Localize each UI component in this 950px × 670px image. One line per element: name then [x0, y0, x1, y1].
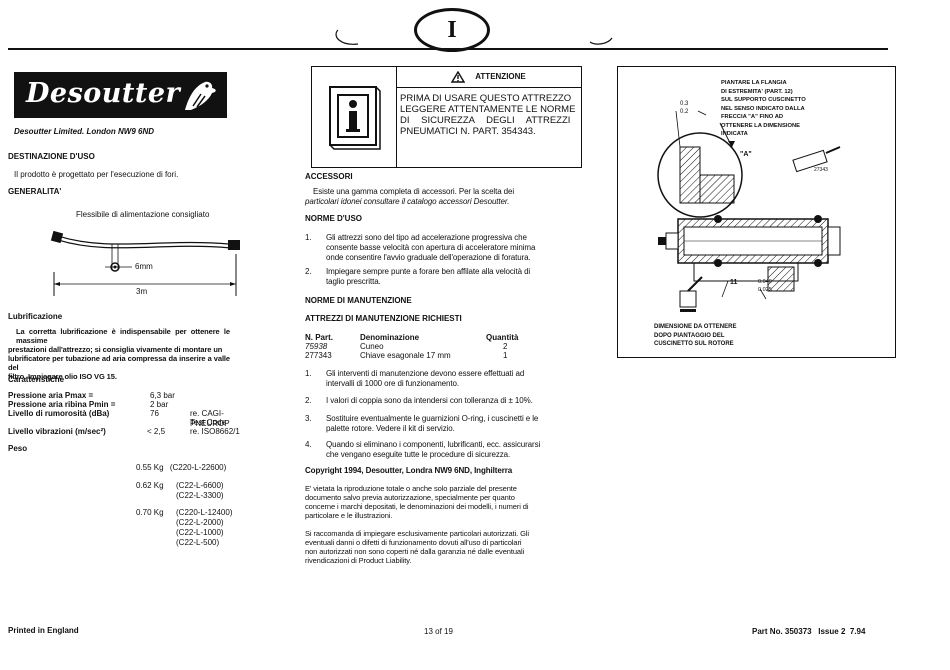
figure-bottom-note: DIMENSIONE DA OTTENERE DOPO PIANTAGGIO D…: [654, 324, 737, 347]
peso-heading: Peso: [8, 444, 28, 453]
dim-6mm: 6mm: [135, 262, 153, 271]
generalita-heading: GENERALITA': [8, 187, 62, 196]
company-address: Desoutter Limited. London NW9 6ND: [14, 127, 154, 136]
tools-header-row: N. Part. Denominazione Quantità: [305, 333, 519, 342]
info-book-icon-frame: [312, 67, 397, 167]
warning-triangle-icon: [451, 71, 466, 83]
dim-025: 0.025: [758, 287, 772, 293]
attrezzi-heading: ATTREZZI DI MANUTENZIONE RICHIESTI: [305, 314, 462, 323]
warning-title: ATTENZIONE: [475, 72, 526, 81]
accessori-heading: ACCESSORI: [305, 172, 353, 181]
dim-02: 0.2: [680, 109, 689, 115]
accessori-text: Esiste una gamma completa di accessori. …: [305, 187, 515, 206]
bearing-assembly-drawing: [657, 110, 841, 312]
footer-page-number: 13 of 19: [424, 627, 453, 636]
manutenzione-item: 2. I valori di coppia sono da intendersi…: [305, 396, 533, 405]
part-11: 11: [730, 279, 738, 286]
warning-header: ATTENZIONE: [396, 67, 581, 88]
header-ornaments: [335, 29, 613, 45]
weight-models: (C22-L-6600) (C22-L-3300): [176, 481, 224, 500]
norme-uso-item: 1. Gli attrezzi sono del tipo ad acceler…: [305, 233, 536, 262]
destinazione-text: Il prodotto è progettato per l'esecuzion…: [14, 170, 179, 179]
label-a: "A": [740, 151, 752, 158]
manutenzione-item: 4. Quando si eliminano i componenti, lub…: [305, 440, 541, 459]
table-row: 75938 Cuneo 2: [305, 342, 508, 351]
footer-part-number: Part No. 350373 Issue 2 7.94: [752, 627, 866, 636]
copyright-heading: Copyright 1994, Desoutter, Londra NW9 6N…: [305, 466, 513, 475]
dim-040: 0.040: [758, 279, 772, 285]
caratteristiche-heading: Caratteristiche: [8, 375, 65, 384]
info-book-icon: [329, 86, 381, 150]
norme-manutenzione-heading: NORME DI MANUTENZIONE: [305, 296, 412, 305]
warning-text: PRIMA DI USARE QUESTO ATTREZZO LEGGERE A…: [400, 93, 576, 137]
footer-printed: Printed in England: [8, 626, 79, 635]
hose-caption: Flessibile di alimentazione consigliato: [76, 210, 210, 219]
bird-logo-icon: [185, 81, 216, 110]
spec-row: Pressione aria Pmax = 6,3 bar: [8, 391, 175, 400]
table-row: 277343 Chiave esagonale 17 mm 1: [305, 351, 508, 360]
manutenzione-item: 1. Gli interventi di manutenzione devono…: [305, 369, 525, 388]
spec-row: Test Code: [190, 418, 227, 427]
weight-models: (C220-L-12400) (C22-L-2000) (C22-L-1000)…: [176, 508, 233, 547]
weight-row: 0.55 Kg (C220-L-22600): [136, 463, 227, 472]
spec-row: Pressione aria ribina Pmin = 2 bar: [8, 400, 169, 409]
spec-row: Livello di rumorosità (dBa) 76 re. CAGI-…: [8, 409, 230, 428]
warning-box: ATTENZIONE PRIMA DI USARE QUESTO ATTREZZ…: [311, 66, 582, 168]
logo-wordmark: Desoutter: [26, 78, 181, 109]
figure-top-note: PIANTARE LA FLANGIA DI ESTREMITA' (PART.…: [721, 80, 806, 137]
weight-row: 0.70 Kg: [136, 508, 164, 517]
weight-row: 0.62 Kg: [136, 481, 164, 490]
norme-uso-heading: NORME D'USO: [305, 214, 363, 223]
norme-uso-item: 2. Impiegare sempre punte a forare ben a…: [305, 267, 531, 286]
assembly-figure: PIANTARE LA FLANGIA DI ESTREMITA' (PART.…: [617, 66, 896, 358]
dim-03: 0.3: [680, 101, 689, 107]
copyright-paragraph: E' vietata la riproduzione totale o anch…: [305, 484, 529, 520]
liability-paragraph: Si raccomanda di impiegare esclusivament…: [305, 529, 529, 565]
desoutter-logo: Desoutter: [14, 72, 227, 118]
specs-table: Pressione aria Pmax = 6,3 bar Pressione …: [8, 391, 258, 436]
manutenzione-item: 3. Sostituire eventualmente le guarnizio…: [305, 414, 539, 433]
part-small: 27343: [814, 167, 828, 173]
hose-diagram: [50, 230, 240, 296]
destinazione-heading: DESTINAZIONE D'USO: [8, 152, 95, 161]
dim-3m: 3m: [136, 287, 148, 296]
header-rule: [8, 48, 888, 50]
lubrificazione-heading: Lubrificazione: [8, 312, 63, 321]
spec-row: Livello vibrazioni (m/sec²) < 2,5 re. IS…: [8, 427, 240, 436]
lubrificazione-text: La corretta lubrificazione è indispensab…: [8, 327, 230, 381]
tools-table: N. Part. Denominazione Quantità 75938 Cu…: [305, 333, 585, 360]
language-mark: I: [414, 8, 490, 52]
